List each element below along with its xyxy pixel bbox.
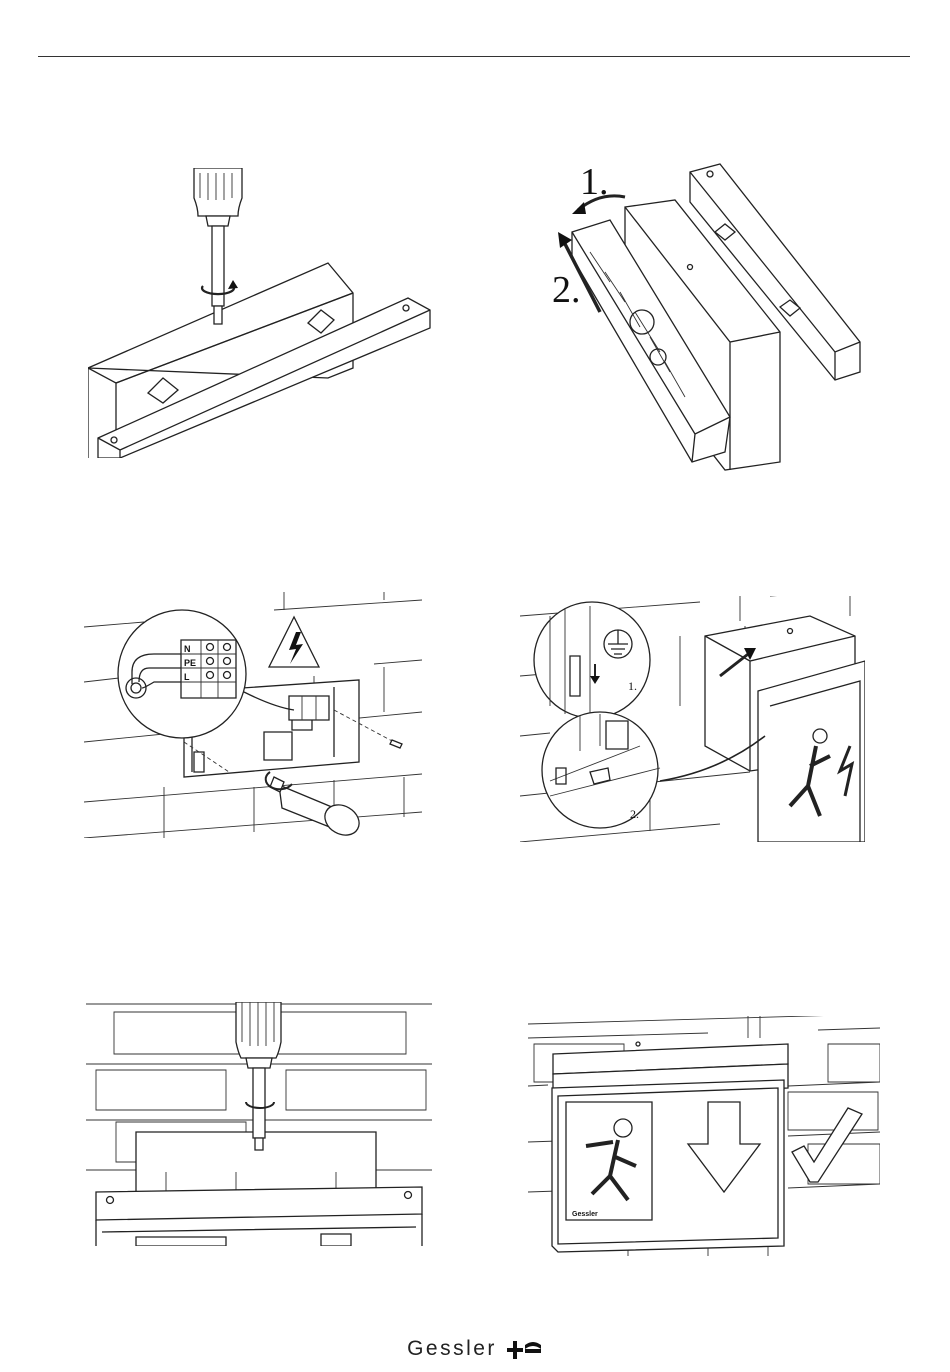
screwdriver-handle — [194, 168, 242, 216]
bracket-post-left — [148, 378, 178, 403]
screwdriver — [194, 168, 242, 324]
figure-fasten-screw-svg — [86, 1002, 432, 1246]
detail-step-1: 1. — [628, 679, 637, 693]
screwdriver — [270, 777, 365, 838]
bottom-frame — [96, 1187, 422, 1220]
figure-unscrew-housing-svg — [88, 168, 438, 458]
step-figure-close-housing: 1. 2. — [520, 596, 865, 842]
step-figure-remove-housing: 1. 2. — [550, 162, 880, 472]
step-figure-finished-sign: Gessler — [528, 1016, 880, 1256]
sign-logo-text: Gessler — [572, 1211, 598, 1218]
screwdriver — [236, 1002, 281, 1150]
sign-panel — [552, 1080, 784, 1252]
terminal-label-l: L — [184, 672, 190, 682]
figure-finished-sign-svg: Gessler — [528, 1016, 880, 1256]
step-figure-unscrew-housing — [88, 168, 438, 458]
step-figure-wiring: N PE L — [84, 592, 422, 838]
footer-brand: Gessler — [0, 1332, 950, 1366]
top-divider — [38, 56, 910, 57]
figure-remove-housing-svg: 1. 2. — [550, 162, 880, 472]
figure-close-housing-svg: 1. 2. — [520, 596, 865, 842]
gessler-logo-icon — [505, 1335, 543, 1363]
step-figure-fasten-screw — [86, 1002, 432, 1246]
step-label-lift: 2. — [552, 269, 581, 311]
brand-name: Gessler — [407, 1337, 497, 1361]
terminal-label-pe: PE — [184, 658, 196, 668]
detail-step-2: 2. — [630, 807, 639, 821]
screwdriver-shaft — [253, 1068, 265, 1138]
terminal-label-n: N — [184, 644, 191, 654]
figure-wiring-svg: N PE L — [84, 592, 422, 838]
detail-circle-latch — [534, 602, 650, 718]
checkmark-icon — [792, 1108, 862, 1182]
screw-right — [390, 740, 402, 748]
